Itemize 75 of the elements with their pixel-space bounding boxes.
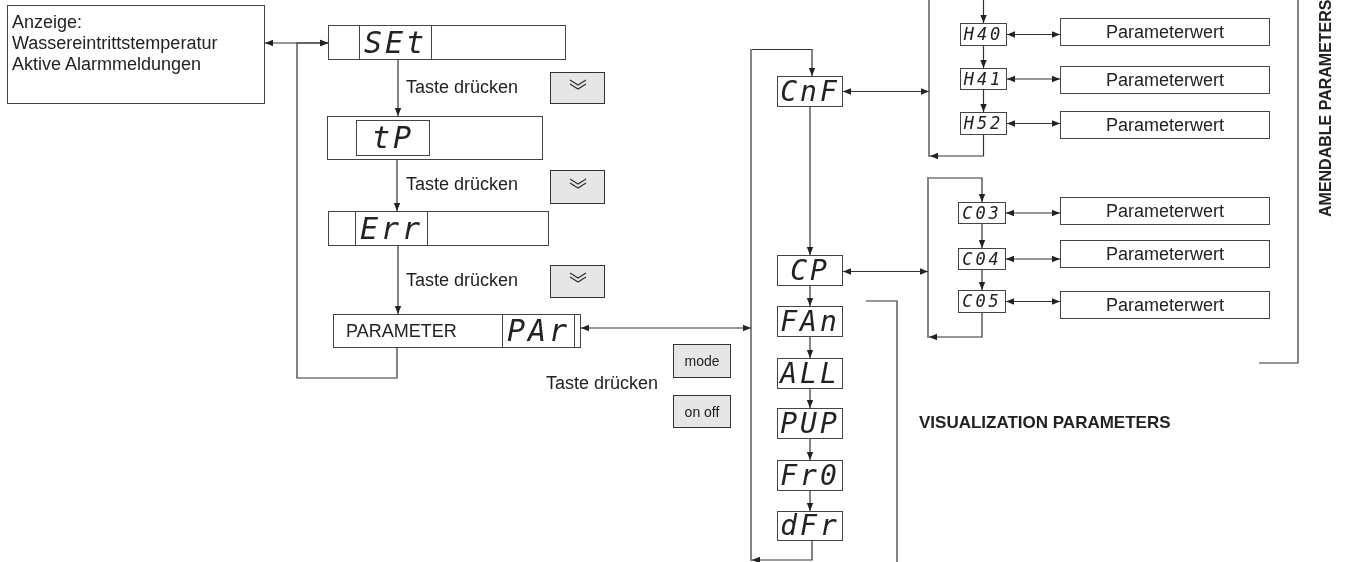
arrow [928,312,983,341]
arrow [980,45,987,69]
arrow [980,0,987,24]
down-key [550,72,605,104]
arrow [1005,209,1061,217]
instruction-text: Taste drücken [406,174,519,195]
loop-line [927,177,929,338]
parameter-value-box: Parameterwert [1060,240,1270,268]
menu-row-box [333,314,581,348]
parameter-value-box: Parameterwert [1060,66,1270,94]
arrow [1006,120,1061,127]
section-heading: VISUALIZATION PARAMETERS [919,413,1171,433]
arrow [806,438,814,461]
segment-display: Err [355,211,428,246]
menu-row-box [328,25,566,60]
down-key [550,265,605,298]
key: on off [673,395,731,428]
arrow [978,223,986,249]
loop-line [750,49,752,561]
instruction-text: Taste drücken [406,270,519,291]
arrow [393,159,401,212]
menu-label: PARAMETER [346,321,457,342]
parameter-value-box: Parameterwert [1060,18,1270,46]
loop-line [928,0,930,157]
segment-display: Fr0 [777,460,843,491]
section-heading: AMENDABLE PARAMETERS [1317,0,1335,220]
arrow [842,88,930,95]
segment-display: H40 [960,23,1007,46]
segment-display: C05 [958,290,1006,313]
key: mode [673,344,731,378]
display-text: Wassereintrittstemperatur [12,33,218,54]
arrow [929,134,985,160]
segment-display: H52 [960,112,1007,135]
segment-display: PUP [777,408,843,439]
display-text: Anzeige: [12,12,83,33]
segment-display: PAr [502,314,575,348]
parameter-value-box: Parameterwert [1060,291,1270,319]
arrow [806,490,814,512]
segment-display: CP [777,255,843,286]
arrow [806,388,814,409]
arrow [980,89,987,113]
parameter-value-box: Parameterwert [1060,197,1270,225]
arrow [1005,255,1061,263]
display-info-box [7,5,265,104]
arrow [751,48,816,77]
segment-display: CnF [777,76,843,107]
instruction-text: Taste drücken [546,373,659,394]
segment-display: C04 [958,248,1006,270]
arrow [394,245,402,315]
arrow [806,106,814,256]
segment-display: C03 [958,202,1006,224]
menu-row-box [327,116,543,160]
arrow [978,269,986,291]
segment-display: ALL [777,358,843,389]
down-key [550,170,605,204]
parameter-value-box: Parameterwert [1060,111,1270,139]
arrow [806,336,814,359]
arrow [1006,75,1061,83]
segment-display: SEt [359,25,432,60]
display-text: Aktive Alarmmeldungen [12,54,202,75]
arrow [928,177,986,203]
segment-display: dFr [777,511,843,541]
arrow [296,39,398,379]
arrow [842,268,929,275]
arrow [1006,31,1061,38]
segment-display: FAn [777,306,843,337]
arrow [806,285,814,307]
arrow [580,324,752,332]
instruction-text: Taste drücken [406,77,519,98]
segment-display: tP [356,120,430,156]
segment-display: H41 [960,68,1007,90]
menu-row-box [328,211,549,246]
arrow [1005,298,1061,305]
arrow [751,540,813,562]
arrow [394,59,402,117]
